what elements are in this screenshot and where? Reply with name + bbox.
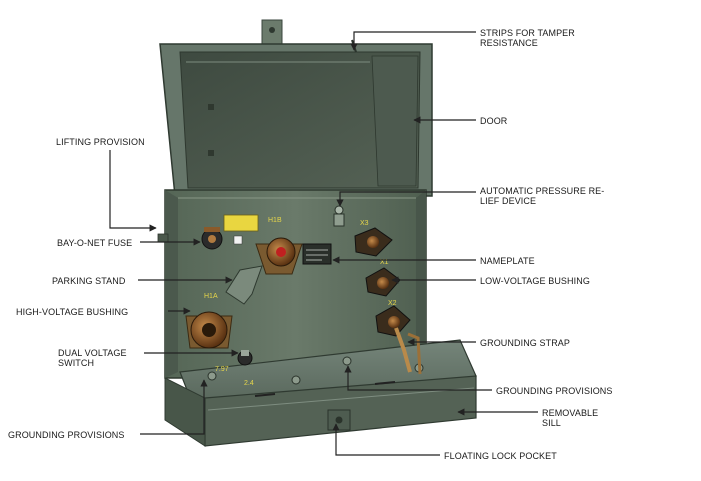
dual-voltage-switch (237, 350, 253, 366)
small-tag (233, 235, 243, 245)
label-bay-o-net-fuse: BAY-O-NET FUSE (57, 238, 133, 248)
callout-line-grounding-right (344, 365, 492, 391)
label-pressure-relief: AUTOMATIC PRESSURE RE- LIEF DEVICE (480, 186, 605, 206)
parking-stand (225, 265, 263, 305)
lifting-tab (261, 19, 283, 47)
label-grounding-strap: GROUNDING STRAP (480, 338, 571, 348)
callout-line-lifting (109, 150, 157, 232)
lv-bushing-x1 (365, 267, 401, 297)
label-grounding-provisions-left: GROUNDING PROVISIONS (8, 430, 125, 440)
marking-voltage-high: 7.97 (215, 366, 229, 373)
marking-h1b: H1B (268, 217, 282, 224)
label-dual-voltage-switch: DUAL VOLTAGE SWITCH (58, 348, 127, 368)
callout-line-strips (350, 31, 476, 51)
grounding-strap (394, 327, 412, 373)
callout-line-pressure-relief (336, 191, 476, 207)
hv-bushing-h1b (255, 237, 303, 275)
label-lifting-provision: LIFTING PROVISION (56, 137, 145, 147)
callout-line-lock-pocket (332, 423, 440, 456)
label-high-voltage-bushing: HIGH-VOLTAGE BUSHING (16, 307, 129, 317)
marking-x1: X1 (380, 259, 389, 266)
lv-bushing-x2 (375, 305, 411, 337)
warning-label (223, 214, 259, 232)
label-lv-bushing: LOW-VOLTAGE BUSHING (480, 276, 590, 286)
label-parking-stand: PARKING STAND (52, 276, 126, 286)
callout-lines-right (332, 31, 538, 456)
marking-x2: X2 (388, 300, 397, 307)
marking-h1a: H1A (204, 293, 218, 300)
hv-bushing-h1a (185, 311, 233, 349)
label-strips-tamper: STRIPS FOR TAMPER RESISTANCE (480, 28, 575, 48)
label-removable-sill: REMOVABLE SILL (542, 408, 599, 428)
callout-line-grounding-left (140, 379, 208, 435)
removable-sill (164, 339, 477, 447)
marking-x3: X3 (360, 220, 369, 227)
nameplate-plate (302, 243, 332, 265)
label-floating-lock-pocket: FLOATING LOCK POCKET (444, 451, 557, 461)
label-nameplate: NAMEPLATE (480, 256, 535, 266)
grounding-strap-arm (407, 332, 422, 375)
label-door: DOOR (480, 116, 508, 126)
pressure-relief-valve (333, 205, 345, 227)
callout-lines-left (109, 150, 239, 435)
lv-bushing-x3 (354, 227, 393, 257)
cabinet-door (159, 39, 433, 197)
marking-voltage-low: 2.4 (244, 380, 254, 387)
label-grounding-provisions-right: GROUNDING PROVISIONS (496, 386, 613, 396)
bay-o-net-fuse (201, 227, 223, 250)
